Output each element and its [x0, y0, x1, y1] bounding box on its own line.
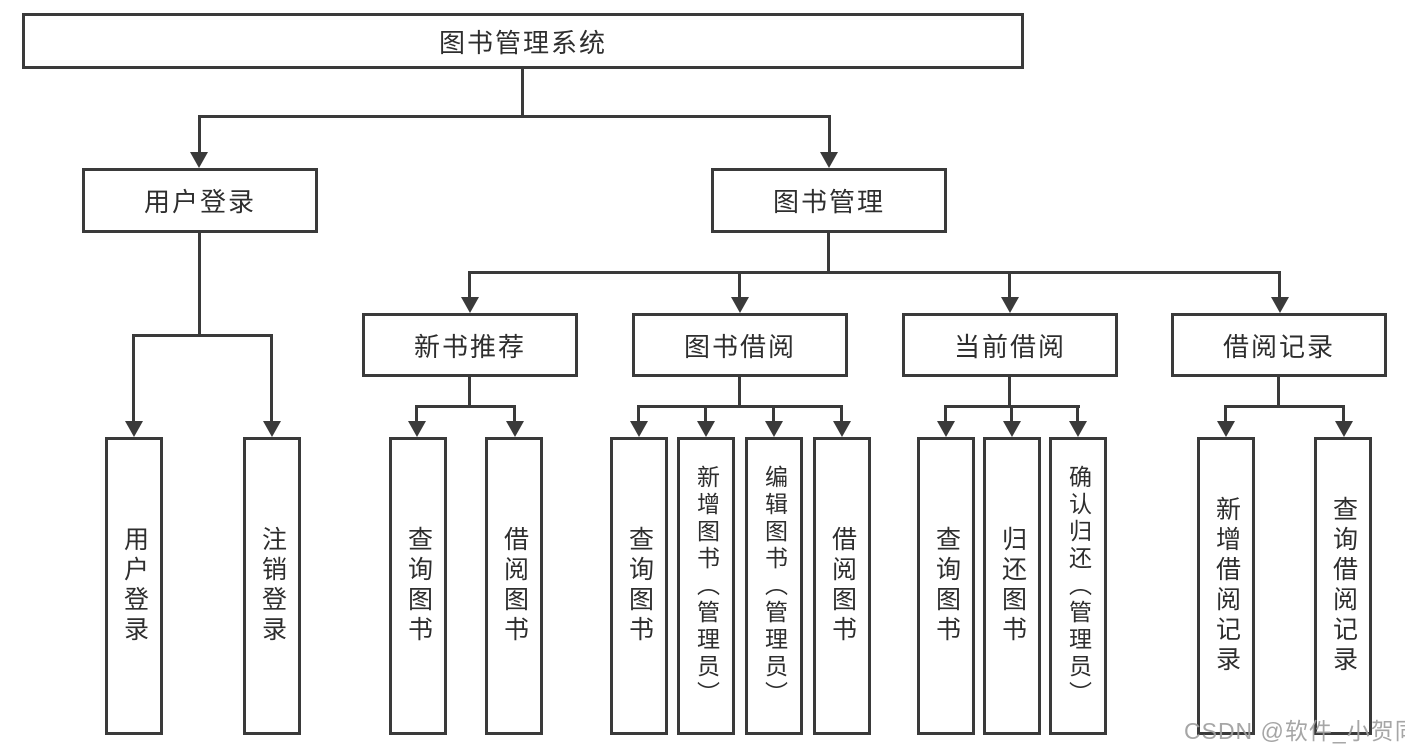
leaf-br-query-record: 查询借阅记录 [1314, 437, 1372, 735]
leaf-bb-borrow-book: 借阅图书 [813, 437, 871, 735]
arrowhead-cb-confirm [1069, 421, 1087, 437]
node-current-borrow-label: 当前借阅 [953, 331, 1066, 362]
connector-to-rec-borrow [513, 405, 516, 423]
connector-to-leaf-logout [270, 334, 273, 423]
connector-cb-stem [1008, 377, 1011, 408]
connector-rec-crossbar [415, 405, 516, 408]
arrowhead-cb-query [937, 421, 955, 437]
node-new-book-recommend: 新书推荐 [362, 313, 578, 377]
node-borrow-records-label: 借阅记录 [1222, 331, 1335, 362]
connector-to-cb-confirm [1076, 405, 1079, 423]
connector-book-mgmt-crossbar [468, 271, 1281, 274]
arrowhead-br-query [1335, 421, 1353, 437]
connector-to-bb-edit [772, 405, 775, 423]
connector-to-br-query [1342, 405, 1345, 423]
leaf-bb-add-book-admin-label: 新增图书（管理员） [693, 464, 720, 708]
arrowhead-book-mgmt [820, 152, 838, 168]
leaf-bb-add-book-admin: 新增图书（管理员） [677, 437, 735, 735]
connector-to-current-borrow [1008, 271, 1011, 299]
arrowhead-bb-edit [765, 421, 783, 437]
arrowhead-current-borrow [1001, 297, 1019, 313]
node-user-login: 用户登录 [82, 168, 318, 233]
leaf-logout-login-label: 注销登录 [258, 526, 287, 646]
arrowhead-leaf-logout [263, 421, 281, 437]
connector-bb-crossbar [637, 405, 843, 408]
leaf-rec-borrow-book-label: 借阅图书 [500, 526, 529, 646]
connector-to-cb-query [944, 405, 947, 423]
leaf-cb-return-book-label: 归还图书 [998, 526, 1027, 646]
connector-user-login-stem [198, 233, 201, 337]
leaf-br-add-record: 新增借阅记录 [1197, 437, 1255, 735]
connector-to-borrow-records [1278, 271, 1281, 299]
arrowhead-new-book-rec [461, 297, 479, 313]
node-root: 图书管理系统 [22, 13, 1024, 69]
connector-to-book-mgmt [828, 115, 831, 154]
connector-to-new-book-rec [468, 271, 471, 299]
leaf-br-add-record-label: 新增借阅记录 [1212, 496, 1241, 676]
leaf-bb-edit-book-admin: 编辑图书（管理员） [745, 437, 803, 735]
arrowhead-rec-borrow [506, 421, 524, 437]
leaf-bb-edit-book-admin-label: 编辑图书（管理员） [761, 464, 788, 708]
leaf-user-login: 用户登录 [105, 437, 163, 735]
node-current-borrow: 当前借阅 [902, 313, 1118, 377]
leaf-cb-confirm-return-admin: 确认归还（管理员） [1049, 437, 1107, 735]
leaf-rec-borrow-book: 借阅图书 [485, 437, 543, 735]
connector-user-login-crossbar [132, 334, 273, 337]
leaf-rec-query-book-label: 查询图书 [404, 526, 433, 646]
connector-br-crossbar [1224, 405, 1345, 408]
connector-br-stem [1277, 377, 1280, 408]
connector-bb-stem [738, 377, 741, 408]
leaf-cb-query-book-label: 查询图书 [932, 526, 961, 646]
arrowhead-br-add [1217, 421, 1235, 437]
node-user-login-label: 用户登录 [143, 187, 256, 217]
connector-to-bb-query [637, 405, 640, 423]
connector-book-mgmt-stem [827, 233, 830, 274]
leaf-rec-query-book: 查询图书 [389, 437, 447, 735]
node-borrow-records: 借阅记录 [1171, 313, 1387, 377]
leaf-logout-login: 注销登录 [243, 437, 301, 735]
leaf-bb-query-book: 查询图书 [610, 437, 668, 735]
node-book-borrow-label: 图书借阅 [683, 331, 796, 362]
node-root-label: 图书管理系统 [438, 27, 607, 58]
connector-to-leaf-user-login [132, 334, 135, 423]
connector-to-br-add [1224, 405, 1227, 423]
connector-to-bb-borrow [840, 405, 843, 423]
node-new-book-recommend-label: 新书推荐 [413, 331, 526, 362]
arrowhead-rec-query [408, 421, 426, 437]
connector-root-stem [521, 69, 524, 118]
arrowhead-user-login [190, 152, 208, 168]
connector-root-crossbar [198, 115, 831, 118]
csdn-watermark: CSDN @软件_小贺同学 [1184, 718, 1405, 744]
node-book-borrow: 图书借阅 [632, 313, 848, 377]
leaf-cb-query-book: 查询图书 [917, 437, 975, 735]
leaf-user-login-label: 用户登录 [120, 526, 149, 646]
leaf-cb-confirm-return-admin-label: 确认归还（管理员） [1065, 464, 1092, 708]
connector-to-cb-return [1010, 405, 1013, 423]
connector-to-user-login [198, 115, 201, 154]
node-book-management: 图书管理 [711, 168, 947, 233]
leaf-cb-return-book: 归还图书 [983, 437, 1041, 735]
arrowhead-book-borrow [731, 297, 749, 313]
node-book-management-label: 图书管理 [772, 187, 885, 217]
leaf-bb-borrow-book-label: 借阅图书 [828, 526, 857, 646]
connector-to-book-borrow [738, 271, 741, 299]
connector-to-bb-add [704, 405, 707, 423]
leaf-br-query-record-label: 查询借阅记录 [1329, 496, 1358, 676]
connector-rec-stem [468, 377, 471, 408]
arrowhead-cb-return [1003, 421, 1021, 437]
arrowhead-bb-add [697, 421, 715, 437]
arrowhead-borrow-records [1271, 297, 1289, 313]
connector-to-rec-query [415, 405, 418, 423]
arrowhead-bb-borrow [833, 421, 851, 437]
arrowhead-leaf-user-login [125, 421, 143, 437]
arrowhead-bb-query [630, 421, 648, 437]
leaf-bb-query-book-label: 查询图书 [625, 526, 654, 646]
